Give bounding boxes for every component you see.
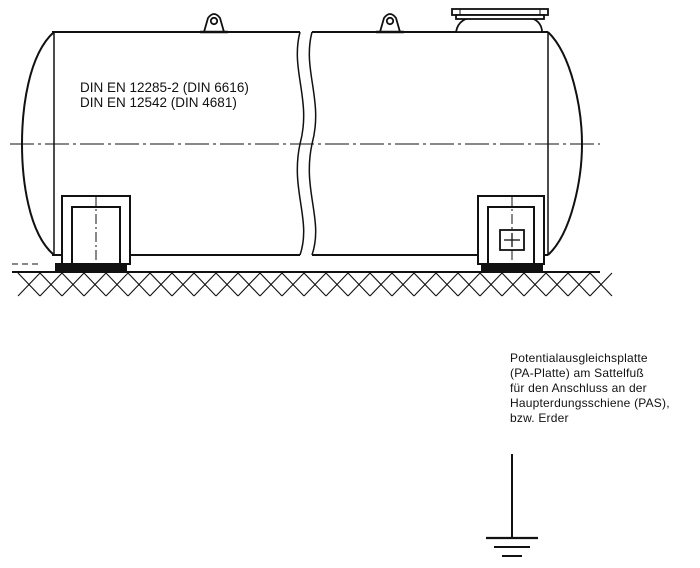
saddle-left	[55, 195, 131, 271]
standard-label-1: DIN EN 12285-2 (DIN 6616)	[80, 80, 249, 95]
ground-symbol-icon	[486, 454, 538, 557]
note-line-5: bzw. Erder	[510, 411, 569, 425]
pa-plate-icon	[499, 229, 525, 251]
standard-label-2: DIN EN 12542 (DIN 4681)	[80, 95, 237, 110]
pa-plate-note: Potentialausgleichsplatte (PA-Platte) am…	[510, 351, 670, 425]
note-line-3: für den Anschluss an der	[510, 381, 647, 395]
ground-hatching	[17, 272, 613, 297]
note-line-1: Potentialausgleichsplatte	[510, 351, 648, 365]
lifting-lug-right	[376, 13, 404, 34]
note-line-2: (PA-Platte) am Sattelfuß	[510, 366, 644, 380]
lifting-lug-left	[200, 13, 228, 34]
manhole-dome	[451, 8, 549, 33]
note-line-4: Haupterdungsschiene (PAS),	[510, 396, 670, 410]
